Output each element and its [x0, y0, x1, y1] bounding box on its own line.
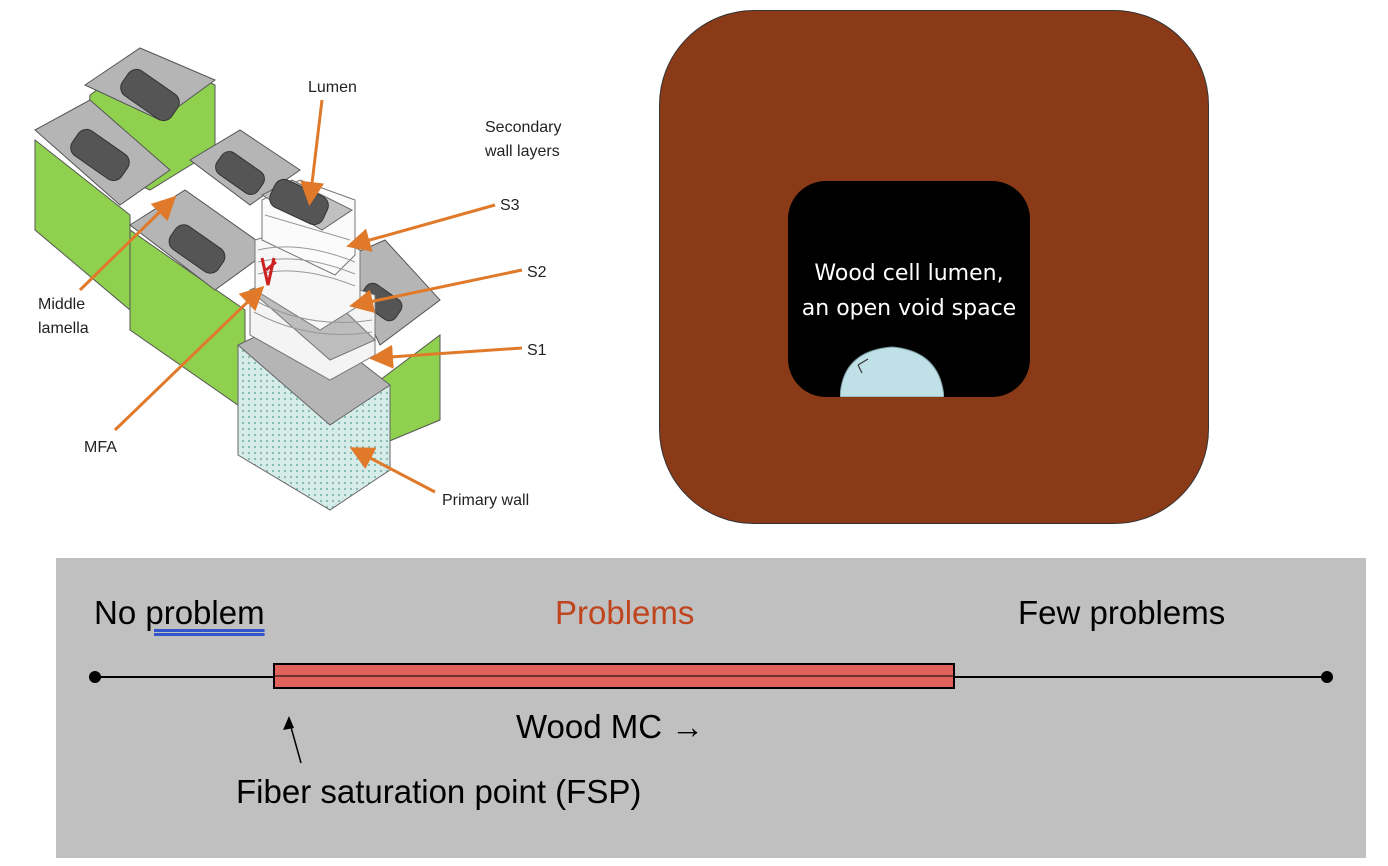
zone-label-problem-underlined: problem	[145, 594, 265, 631]
right-back-cell	[189, 129, 301, 206]
central-fiber	[237, 178, 391, 511]
lumen-caption: Wood cell lumen, an open void space	[788, 256, 1030, 326]
label-mfa: MFA	[84, 439, 117, 456]
lumen-caption-line-2: an open void space	[801, 296, 1017, 321]
label-primary-wall: Primary wall	[442, 492, 529, 509]
left-cell	[34, 99, 171, 312]
zone-label-problems: Problems	[555, 594, 695, 631]
zone-label-no-problem: No problem	[94, 594, 265, 632]
label-s2: S2	[527, 264, 547, 281]
zone-label-few-problems: Few problems	[1018, 594, 1226, 631]
axis-label-text: Wood MC	[516, 708, 663, 745]
mc-axis	[89, 663, 1333, 764]
lumen-caption-line-1: Wood cell lumen,	[814, 261, 1004, 286]
axis-direction-arrow: →	[671, 708, 705, 745]
mfa-mark	[260, 257, 277, 286]
label-s3: S3	[500, 197, 520, 214]
water-droplet	[840, 346, 944, 397]
zone-label-no: No	[94, 594, 137, 631]
label-secondary-wall-2: wall layers	[484, 143, 560, 160]
axis-start-dot	[89, 671, 101, 683]
label-arrows	[78, 99, 523, 494]
axis-end-dot	[1321, 671, 1333, 683]
fsp-label: Fiber saturation point (FSP)	[236, 773, 642, 810]
moisture-content-scale: No problem Problems Few problems Wood MC…	[56, 558, 1366, 858]
label-s1: S1	[527, 342, 547, 359]
wood-cell-structure-diagram: Lumen Secondary wall layers S3 S2 S1 Mid…	[34, 47, 562, 511]
label-secondary-wall: Secondary	[485, 119, 562, 136]
wood-cell-wall-panel: Wood cell lumen, an open void space	[659, 10, 1209, 524]
lumen-void: Wood cell lumen, an open void space	[788, 181, 1030, 397]
label-middle-lamella-2: lamella	[38, 320, 89, 337]
axis-label-wood-mc: Wood MC →	[516, 708, 704, 746]
label-middle-lamella: Middle	[38, 296, 85, 313]
fsp-pointer-head	[283, 716, 294, 730]
label-lumen: Lumen	[308, 79, 357, 96]
